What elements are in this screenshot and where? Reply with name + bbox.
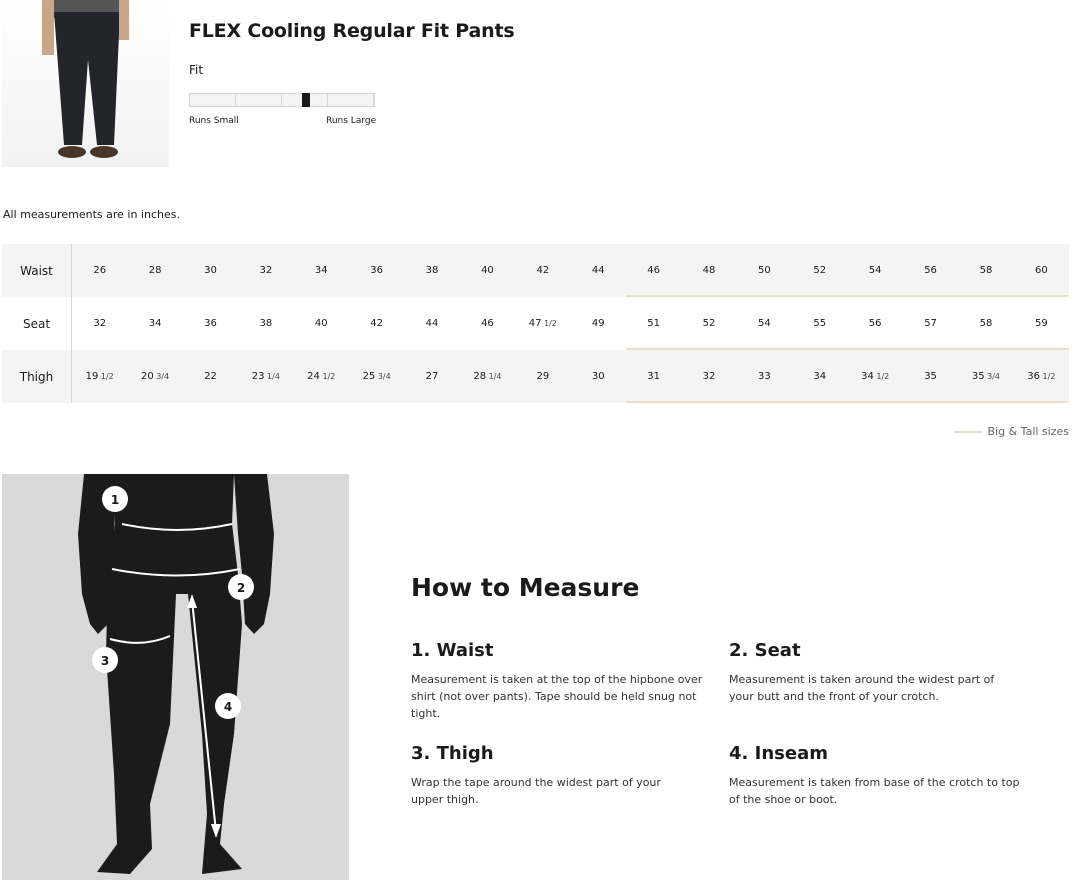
row-header: Seat [2,297,72,350]
table-cell: 19 1/2 [85,371,114,382]
section-waist: 1. Waist Measurement is taken at the top… [411,640,716,722]
table-cell: 58 [979,318,993,329]
table-cell: 44 [591,265,605,276]
table-cell: 46 [647,265,660,276]
table-cell: 34 [148,318,162,329]
big-tall-legend: Big & Tall sizes [953,425,1069,438]
big-tall-underline [626,401,1069,403]
table-cell: 30 [204,265,217,276]
table-cell: 56 [924,265,937,276]
table-cell: 27 [425,371,439,382]
big-tall-underline [626,295,1069,297]
table-cell: 36 1/2 [1027,371,1056,382]
marker-inseam: 4 [224,700,232,714]
table-cell: 58 [979,265,993,276]
table-cell: 34 [314,265,328,276]
legend-swatch [953,430,982,433]
section-text: Measurement is taken around the widest p… [729,673,995,703]
table-row-thigh: Thigh 19 1/2 20 3/4 22 23 1/4 24 1/2 25 3/4 27 2… [2,350,1069,403]
table-cell: 42 [370,318,384,329]
table-cell: 38 [259,318,273,329]
table-cell: 36 [204,318,217,329]
table-row-waist: Waist 26 28 30 32 34 36 38 40 42 44 46 48 50 52 54 56 58 6… [2,244,1069,297]
table-cell: 42 [536,265,550,276]
table-cell: 28 [148,265,162,276]
row-header: Waist [2,244,72,297]
table-cell: 57 [924,318,937,329]
fit-marker [301,93,310,107]
table-cell: 36 [370,265,384,276]
table-cell: 60 [1034,265,1048,276]
table-cell: 35 3/4 [971,371,1001,382]
section-text: Wrap the tape around the widest part of … [411,776,661,806]
table-cell: 34 1/2 [861,371,890,382]
section-thigh: 3. Thigh Wrap the tape around the widest… [411,743,691,808]
table-cell: 47 1/2 [528,318,557,329]
table-cell: 51 [647,318,660,329]
table-cell: 52 [702,318,716,329]
table-cell: 26 [93,265,107,276]
big-tall-underline [626,348,1069,350]
table-cell: 50 [758,265,771,276]
table-cell: 35 [924,371,937,382]
fit-max-label: Runs Large [326,116,377,126]
table-cell: 54 [758,318,771,329]
section-heading: 2. Seat [729,640,801,661]
section-text: Measurement is taken from base of the cr… [729,776,1020,806]
table-cell: 59 [1034,318,1048,329]
table-cell: 23 1/4 [251,371,280,382]
table-cell: 34 [813,371,827,382]
row-header: Thigh [2,350,72,403]
table-cell: 46 [481,318,494,329]
marker-seat: 2 [237,581,245,595]
table-cell: 49 [591,318,605,329]
section-seat: 2. Seat Measurement is taken around the … [729,640,1019,705]
section-text: Measurement is taken at the top of the h… [411,673,703,720]
table-cell: 32 [702,371,716,382]
legend-label: Big & Tall sizes [987,425,1069,438]
fit-min-label: Runs Small [189,116,239,126]
product-image [2,0,169,167]
table-cell: 40 [481,265,494,276]
table-cell: 31 [647,371,660,382]
table-cell: 44 [425,318,439,329]
marker-waist: 1 [111,493,119,507]
table-cell: 32 [93,318,107,329]
section-heading: 3. Thigh [411,743,494,764]
fit-label: Fit [189,63,204,77]
table-cell: 40 [314,318,328,329]
table-cell: 22 [204,371,217,382]
table-cell: 38 [425,265,439,276]
table-cell: 48 [702,265,716,276]
table-cell: 54 [868,265,882,276]
table-row-seat: Seat 32 34 36 38 40 42 44 46 47 1/2 49 51 52 54 55 56 57… [2,297,1069,350]
section-inseam: 4. Inseam Measurement is taken from base… [729,743,1029,808]
table-cell: 28 1/4 [473,371,502,382]
fit-scale [189,93,375,107]
table-cell: 55 [813,318,827,329]
table-cell: 25 3/4 [362,371,391,382]
section-heading: 1. Waist [411,640,494,661]
table-cell: 29 [536,371,550,382]
table-cell: 32 [259,265,273,276]
table-cell: 33 [758,371,771,382]
measure-diagram: 1 2 3 4 [2,474,349,880]
section-heading: 4. Inseam [729,743,828,764]
size-chart-table: Waist 26 28 30 32 34 36 38 40 42 44 46 48 50 52 54 56 58 6… [2,244,1069,403]
table-cell: 20 3/4 [141,371,170,382]
how-to-measure-title: How to Measure [411,573,640,602]
units-note: All measurements are in inches. [3,208,180,221]
table-cell: 24 1/2 [307,371,336,382]
table-cell: 30 [591,371,605,382]
product-title: FLEX Cooling Regular Fit Pants [189,20,515,42]
marker-thigh: 3 [101,654,109,668]
table-cell: 56 [868,318,882,329]
table-cell: 52 [813,265,827,276]
